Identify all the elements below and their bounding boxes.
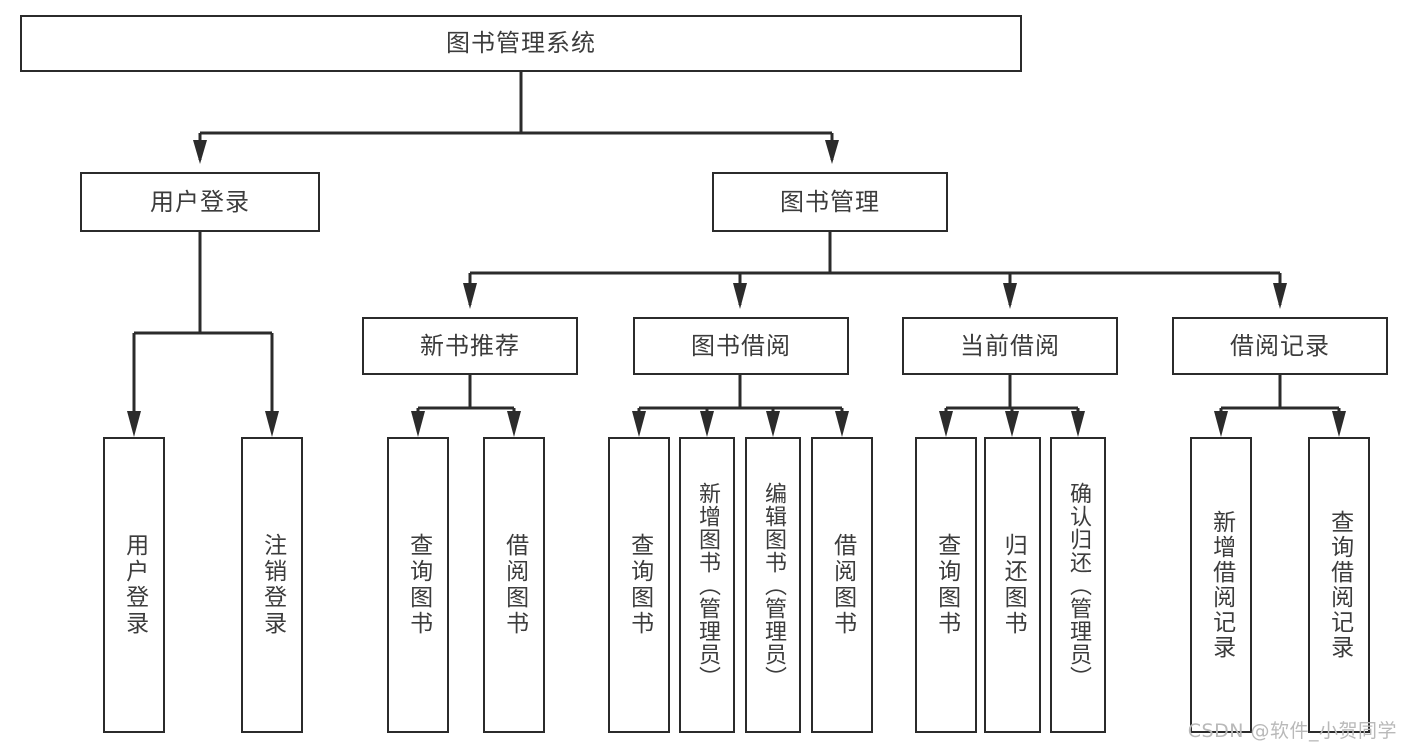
leaf-query-record[interactable]: 查询借阅记录 [1308,437,1370,733]
leaf-edit-book[interactable]: 编辑图书（管理员） [745,437,801,733]
node-current-borrow[interactable]: 当前借阅 [902,317,1118,375]
node-new-book-recommend-label: 新书推荐 [420,331,520,360]
watermark-text: CSDN @软件_小贺同学 [1187,720,1397,742]
leaf-user-login[interactable]: 用户登录 [103,437,165,733]
leaf-add-record[interactable]: 新增借阅记录 [1190,437,1252,733]
leaf-query-book-1-label: 查询图书 [405,533,432,637]
leaf-edit-book-label: 编辑图书（管理员） [760,481,786,689]
leaf-borrow-book-1-label: 借阅图书 [501,533,528,637]
leaf-add-book-label: 新增图书（管理员） [694,481,720,689]
leaf-return-book[interactable]: 归还图书 [984,437,1041,733]
node-new-book-recommend[interactable]: 新书推荐 [362,317,578,375]
node-borrow-record[interactable]: 借阅记录 [1172,317,1388,375]
leaf-add-record-label: 新增借阅记录 [1208,510,1235,660]
node-root-label: 图书管理系统 [446,29,596,58]
leaf-borrow-book-1[interactable]: 借阅图书 [483,437,545,733]
node-user-login-label: 用户登录 [150,187,250,216]
node-book-manage[interactable]: 图书管理 [712,172,948,232]
node-book-borrow[interactable]: 图书借阅 [633,317,849,375]
leaf-query-book-3[interactable]: 查询图书 [915,437,977,733]
leaf-confirm-return-label: 确认归还（管理员） [1065,481,1091,689]
leaf-borrow-book-2[interactable]: 借阅图书 [811,437,873,733]
leaf-query-book-2[interactable]: 查询图书 [608,437,670,733]
leaf-query-record-label: 查询借阅记录 [1326,510,1353,660]
leaf-user-login-label: 用户登录 [121,533,148,637]
leaf-user-logout-label: 注销登录 [259,533,286,637]
node-current-borrow-label: 当前借阅 [960,331,1060,360]
leaf-query-book-3-label: 查询图书 [933,533,960,637]
leaf-user-logout[interactable]: 注销登录 [241,437,303,733]
leaf-query-book-2-label: 查询图书 [626,533,653,637]
node-borrow-record-label: 借阅记录 [1230,331,1330,360]
leaf-query-book-1[interactable]: 查询图书 [387,437,449,733]
node-book-borrow-label: 图书借阅 [691,331,791,360]
leaf-return-book-label: 归还图书 [1000,533,1027,637]
leaf-borrow-book-2-label: 借阅图书 [829,533,856,637]
node-user-login[interactable]: 用户登录 [80,172,320,232]
node-root[interactable]: 图书管理系统 [20,15,1022,72]
leaf-confirm-return[interactable]: 确认归还（管理员） [1050,437,1106,733]
leaf-add-book[interactable]: 新增图书（管理员） [679,437,735,733]
node-book-manage-label: 图书管理 [780,187,880,216]
